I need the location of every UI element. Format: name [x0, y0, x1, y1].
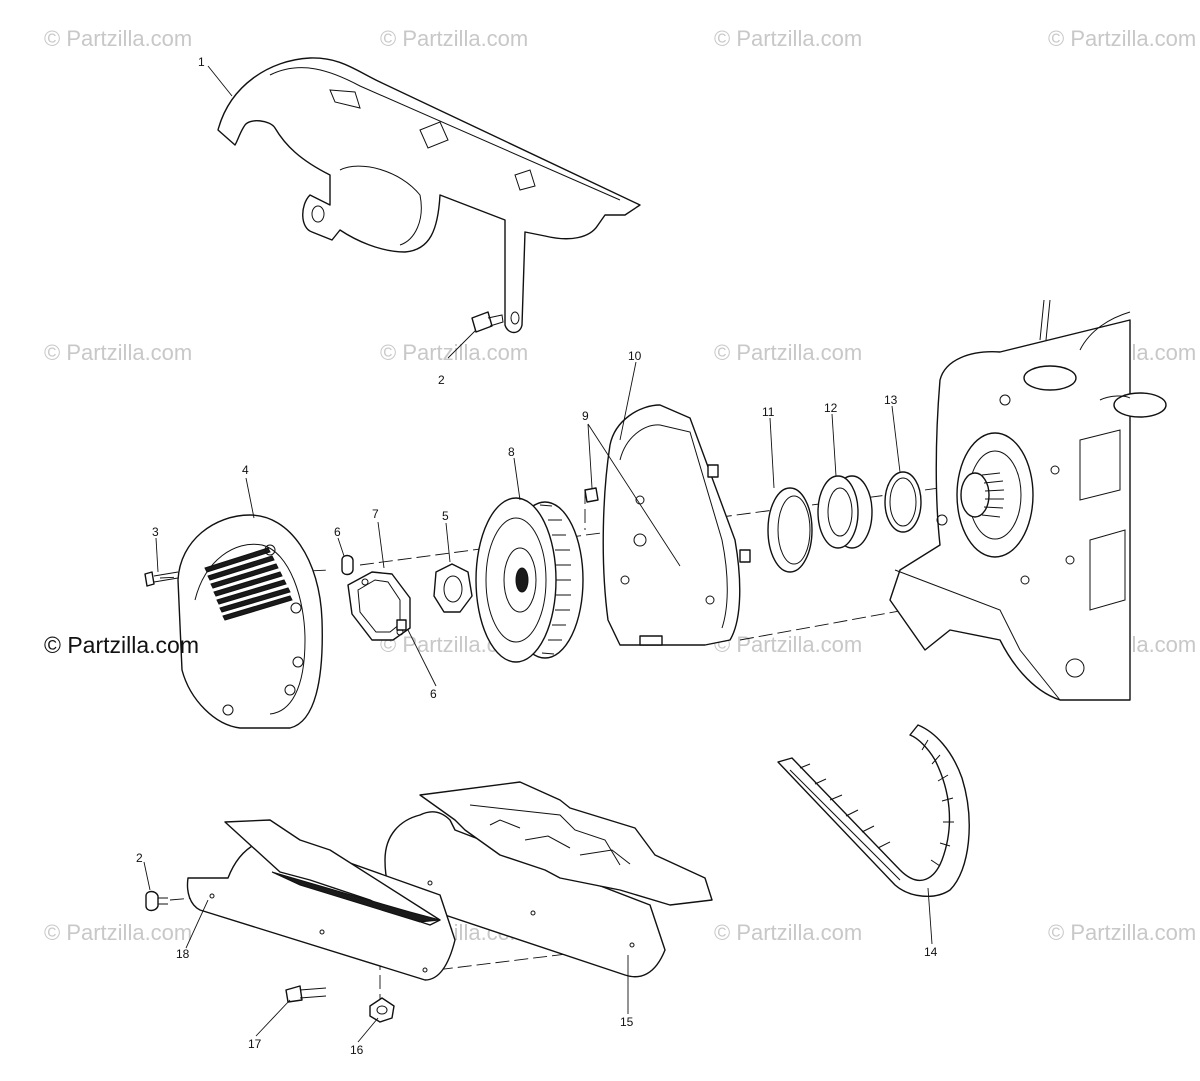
upper-belt-guard [217, 57, 641, 334]
callout-13: 13 [884, 393, 898, 407]
drive-sprocket [475, 497, 584, 663]
callout-4: 4 [242, 463, 249, 477]
callout-12: 12 [824, 401, 838, 415]
rivet [285, 985, 327, 1003]
retainer-plate [347, 571, 411, 641]
inner-belt-guard [602, 404, 751, 646]
callout-2: 2 [438, 373, 445, 387]
callout-18: 18 [176, 947, 190, 961]
callout-16: 16 [350, 1043, 364, 1057]
outer-cover [177, 514, 323, 729]
callout-9: 9 [582, 409, 589, 423]
callout-8: 8 [508, 445, 515, 459]
watermark: © Partzilla.com [44, 340, 192, 365]
watermark: © Partzilla.com [714, 340, 862, 365]
screw [144, 571, 179, 587]
watermark: © Partzilla.com [1048, 920, 1196, 945]
callout-5: 5 [442, 509, 449, 523]
watermark: © Partzilla.com [714, 26, 862, 51]
callout-2: 2 [136, 851, 143, 865]
callout-6: 6 [430, 687, 437, 701]
callout-3: 3 [152, 525, 159, 539]
watermark: © Partzilla.com [44, 920, 192, 945]
hex-nut [433, 563, 473, 613]
bearing [817, 475, 873, 549]
watermark: © Partzilla.com [1048, 26, 1196, 51]
callout-labels: 1 2 3 4 5 6 6 7 8 9 10 11 12 13 14 15 16… [136, 55, 938, 1057]
lock-nut [369, 997, 395, 1023]
watermark: © Partzilla.com [714, 632, 862, 657]
callout-14: 14 [924, 945, 938, 959]
callout-7: 7 [372, 507, 379, 521]
watermark: © Partzilla.com [380, 26, 528, 51]
seal-ring [767, 487, 813, 573]
watermark: © Partzilla.com [44, 26, 192, 51]
callout-17: 17 [248, 1037, 262, 1051]
bolt [471, 311, 504, 333]
callout-11: 11 [762, 405, 775, 419]
transmission-housing [889, 299, 1167, 701]
callout-6: 6 [334, 525, 341, 539]
callout-15: 15 [620, 1015, 634, 1029]
cap-screw [341, 554, 354, 576]
callout-10: 10 [628, 349, 642, 363]
partzilla-label: © Partzilla.com [44, 632, 199, 658]
lower-belt-guard-left [186, 819, 456, 981]
callout-1: 1 [198, 55, 205, 69]
lower-belt-guard [384, 781, 713, 978]
leader-lines [143, 65, 933, 1043]
drive-belt [777, 724, 970, 897]
bolt-lower [145, 890, 168, 912]
watermark: © Partzilla.com [714, 920, 862, 945]
retaining-ring [884, 471, 922, 533]
